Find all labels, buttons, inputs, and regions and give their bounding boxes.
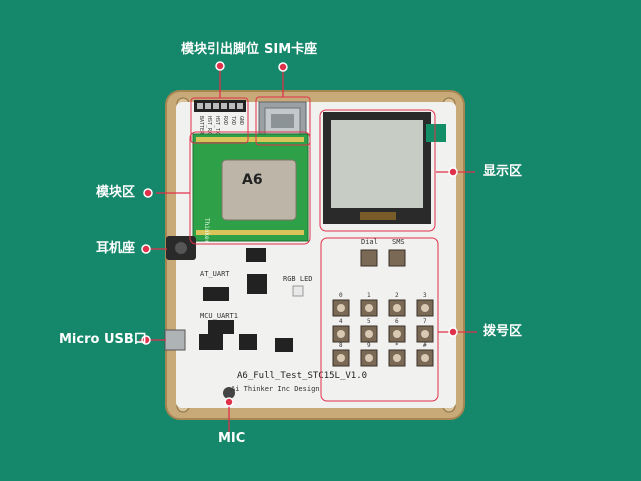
label-dial-area: 拨号区 — [483, 324, 523, 339]
label-module-pins: 模块引出脚位 — [181, 42, 260, 57]
module-chip-label: A6 — [242, 172, 263, 188]
keypad-button-cap — [337, 330, 345, 338]
display-connector — [426, 124, 446, 142]
silk-at-uart: AT_UART — [200, 270, 230, 278]
silk-sms: SMS — [392, 238, 405, 246]
ic-chip — [275, 338, 293, 352]
mcu-chip — [247, 274, 267, 294]
label-sim-slot: SIM卡座 — [264, 42, 318, 57]
label-display-area: 显示区 — [483, 164, 523, 179]
pin-label: TXD — [230, 116, 236, 125]
label-micro-usb: Micro USB口 — [59, 332, 147, 347]
keypad-digit-label: 3 — [423, 292, 427, 299]
keypad-function-button — [360, 249, 378, 267]
silk-rgb-led: RGB LED — [283, 275, 313, 283]
mcu-uart-header — [208, 320, 234, 334]
board-name: A6_Full_Test_STC15L_V1.0 — [237, 371, 367, 381]
header-block — [246, 248, 266, 262]
keypad-digit-label: 7 — [423, 318, 427, 325]
at-uart-header — [203, 287, 229, 301]
pin-label: HST_RXD — [206, 116, 212, 137]
keypad-button-cap — [393, 304, 401, 312]
keypad-button-cap — [393, 330, 401, 338]
keypad-button-cap — [365, 354, 373, 362]
keypad-function-button — [388, 249, 406, 267]
module-pcb — [192, 133, 309, 242]
keypad-digit-label: 4 — [339, 318, 343, 325]
callout-dots — [141, 61, 458, 407]
pin-label: GND — [238, 116, 244, 125]
ic-chip — [199, 334, 223, 350]
keypad-button-cap — [393, 354, 401, 362]
keypad-digit-label: # — [423, 342, 427, 349]
keypad-digit-label: 8 — [339, 342, 343, 349]
keypad-digit-label: * — [395, 342, 399, 349]
keypad-button-cap — [365, 304, 373, 312]
keypad-button-cap — [421, 330, 429, 338]
keypad-button-cap — [421, 354, 429, 362]
label-earphone-jack: 耳机座 — [96, 241, 136, 256]
pin-label: BATTERY — [198, 116, 204, 137]
callout-box-module — [189, 131, 311, 245]
keypad-button-cap — [421, 304, 429, 312]
keypad-button-cap — [337, 354, 345, 362]
microphone — [223, 387, 235, 399]
label-mic: MIC — [218, 431, 246, 446]
keypad-button-cap — [365, 330, 373, 338]
keypad-digit-label: 9 — [367, 342, 371, 349]
keypad-digit-label: 1 — [367, 292, 371, 299]
keypad-digit-label: 6 — [395, 318, 399, 325]
keypad-digit-label: 2 — [395, 292, 399, 299]
board-maker: Ai Thinker Inc Design — [231, 385, 320, 393]
callout-box-dial — [320, 237, 439, 402]
keypad-button-cap — [337, 304, 345, 312]
module-pin-header — [194, 100, 246, 112]
keypad-digit-label: 0 — [339, 292, 343, 299]
lcd-display — [323, 112, 431, 224]
pin-label: RXD — [222, 116, 228, 125]
dial-keypad: 0 1 2 3 4 5 6 7 8 9 * # — [332, 249, 434, 367]
callout-box-display — [319, 109, 436, 232]
keypad-digit-label: 5 — [367, 318, 371, 325]
earphone-jack — [166, 236, 196, 260]
module-brand-label: Thinker — [203, 218, 210, 244]
rgb-led — [292, 285, 304, 297]
micro-usb-port — [164, 329, 186, 351]
label-module-area: 模块区 — [96, 185, 136, 200]
ic-chip — [239, 334, 257, 350]
pin-label: HST_TXD — [214, 116, 220, 137]
silk-dial: Dial — [361, 238, 378, 246]
silk-mcu-uart: MCU_UART1 — [200, 312, 238, 320]
